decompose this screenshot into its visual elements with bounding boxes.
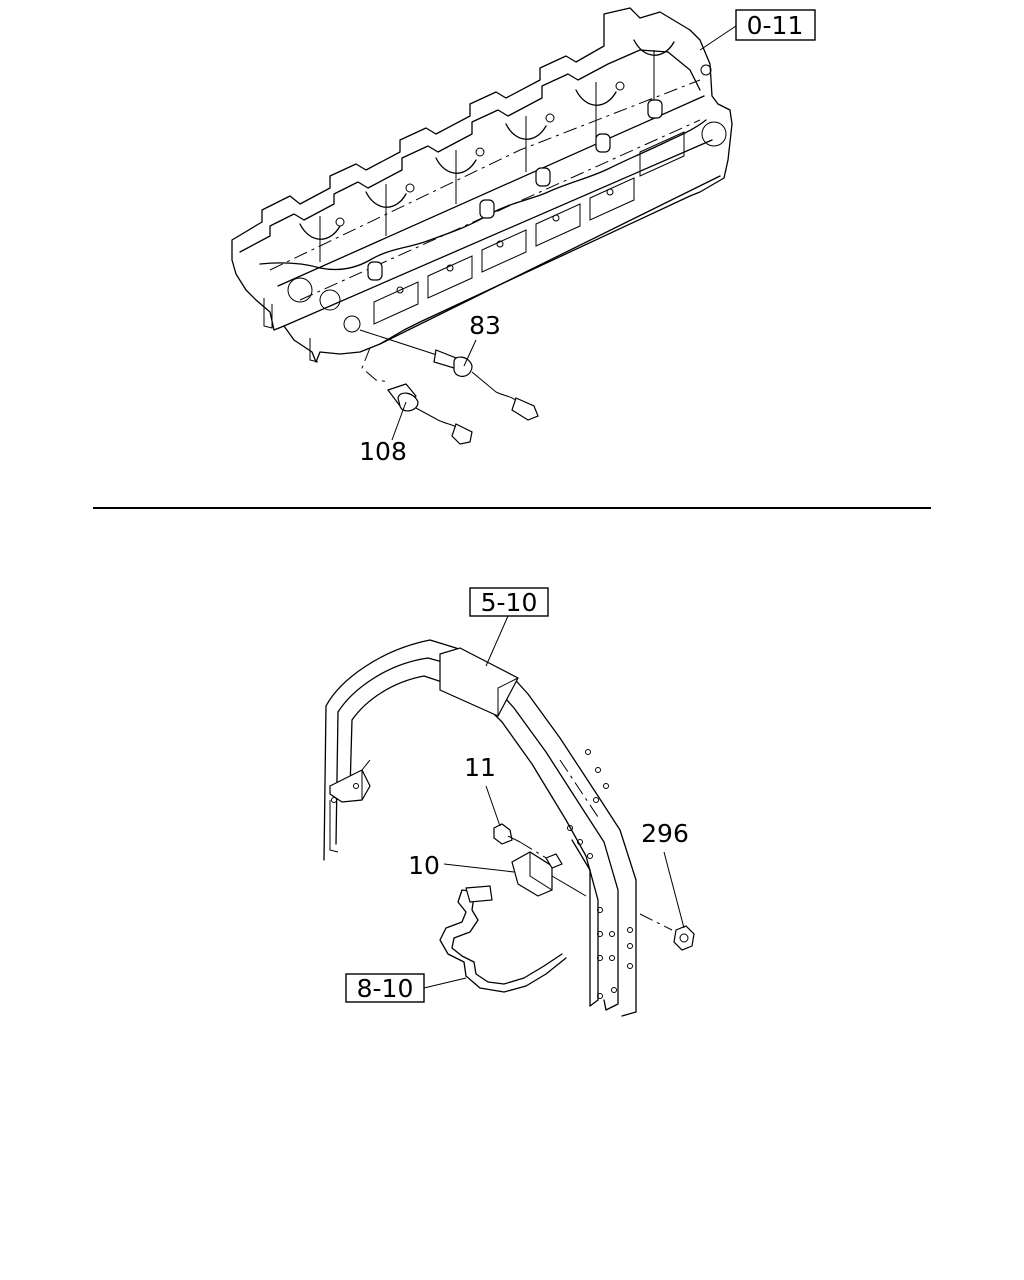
leader-8-10 bbox=[423, 977, 467, 989]
sensor-83-drawing bbox=[359, 329, 539, 421]
harness-8-10-drawing bbox=[439, 885, 567, 993]
cylinder-head-drawing bbox=[231, 7, 733, 363]
leader-296 bbox=[663, 851, 685, 929]
frame-bracket-drawing bbox=[323, 639, 637, 1017]
leader-83 bbox=[463, 339, 477, 367]
callout-296[interactable]: 296 bbox=[641, 819, 689, 848]
callout-11[interactable]: 11 bbox=[464, 753, 496, 782]
ref-box-0-11[interactable]: 0-11 bbox=[735, 9, 816, 41]
nut-296-drawing bbox=[639, 913, 695, 951]
ref-label-5-10: 5-10 bbox=[481, 588, 538, 617]
leader-0-11 bbox=[699, 25, 737, 51]
ref-label-8-10: 8-10 bbox=[357, 974, 414, 1003]
sensor-108-drawing bbox=[361, 347, 473, 445]
leader-108 bbox=[391, 401, 407, 441]
leader-11 bbox=[485, 785, 501, 827]
callout-83[interactable]: 83 bbox=[469, 311, 501, 340]
ref-box-5-10[interactable]: 5-10 bbox=[469, 587, 549, 617]
leader-10 bbox=[443, 863, 515, 873]
ref-label-0-11: 0-11 bbox=[747, 11, 804, 40]
clip-10-drawing bbox=[511, 851, 587, 897]
ref-box-8-10[interactable]: 8-10 bbox=[345, 973, 425, 1003]
callout-108[interactable]: 108 bbox=[359, 437, 407, 466]
leader-5-10 bbox=[485, 615, 509, 667]
callout-10[interactable]: 10 bbox=[408, 851, 440, 880]
